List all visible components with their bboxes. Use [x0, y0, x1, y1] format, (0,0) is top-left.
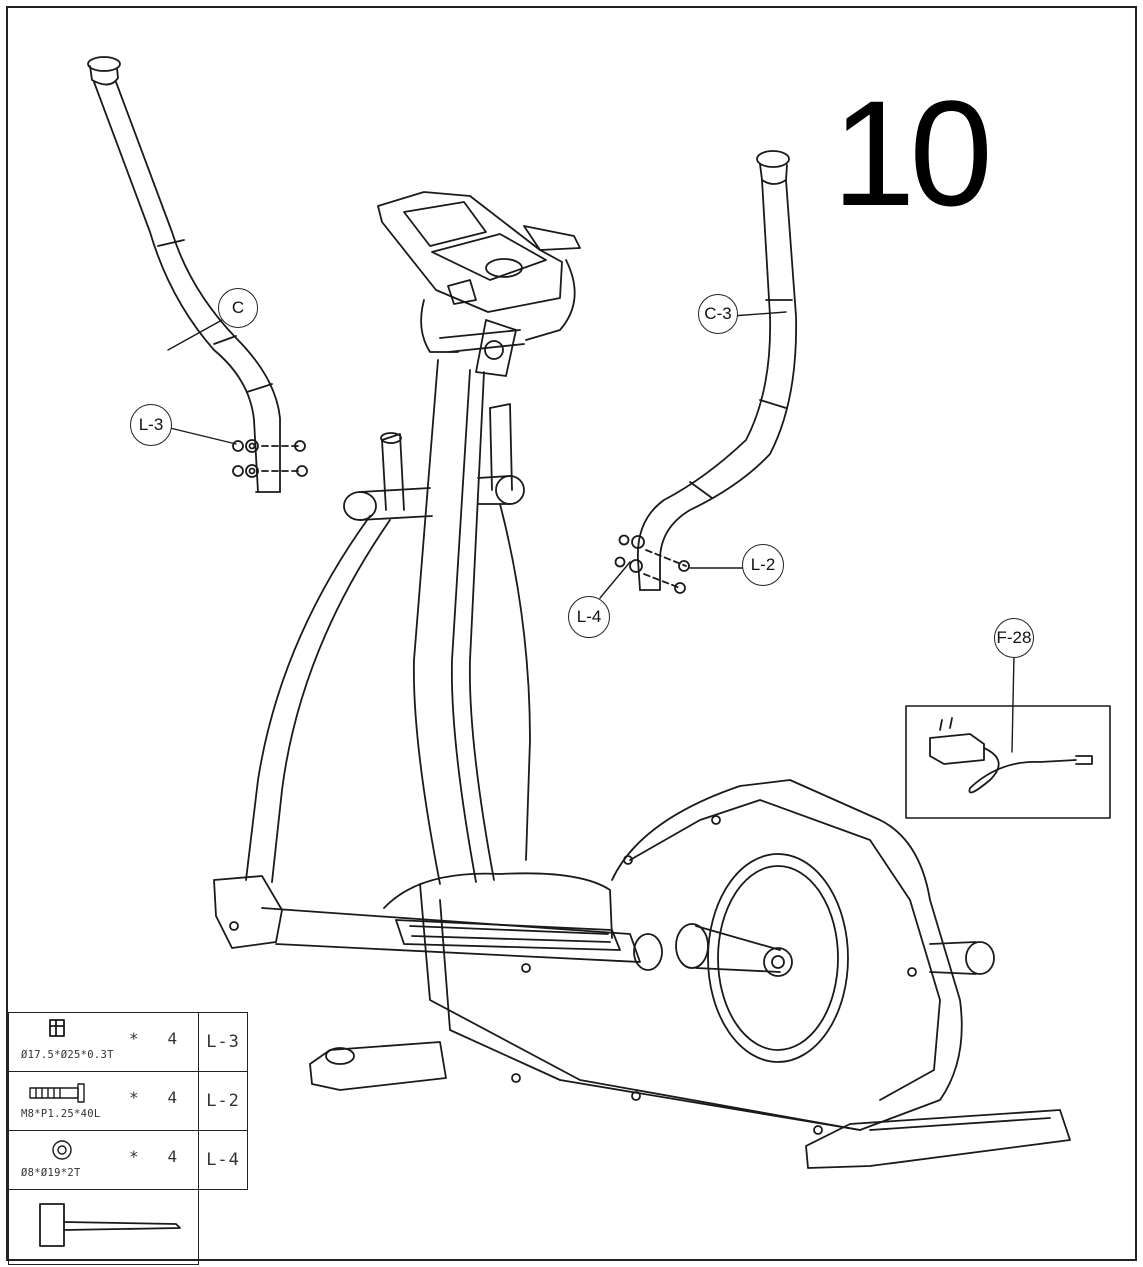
leader-lines [167, 311, 1015, 753]
part-code: L-3 [198, 1012, 248, 1072]
part-code: L-2 [198, 1071, 248, 1131]
part-spec: Ø17.5*Ø25*0.3T [21, 1049, 114, 1061]
callout-l4: L-4 [568, 596, 610, 638]
qty-symbol: * [129, 1029, 139, 1048]
part-spec: M8*P1.25*40L [21, 1108, 101, 1120]
part-qty: * 4 [129, 1088, 177, 1107]
qty-value: 4 [167, 1147, 178, 1166]
parts-row: * 4 Ø17.5*Ø25*0.3T L-3 [7, 1012, 248, 1072]
part-cell: * 4 Ø17.5*Ø25*0.3T [7, 1012, 200, 1072]
console [377, 191, 581, 377]
part-qty: * 4 [129, 1029, 177, 1048]
main-post [412, 359, 495, 885]
drawing-frame [6, 6, 1137, 1261]
callout-c: C [218, 288, 258, 328]
part-qty: * 4 [129, 1147, 177, 1166]
qty-value: 4 [167, 1088, 178, 1107]
part-cell: * 4 M8*P1.25*40L [7, 1071, 200, 1131]
left-handlebar-c [87, 56, 281, 493]
part-code: L-4 [198, 1130, 248, 1190]
qty-symbol: * [129, 1088, 139, 1107]
callout-l3: L-3 [130, 404, 172, 446]
hardware-right [614, 534, 690, 594]
part-spec: Ø8*Ø19*2T [21, 1167, 81, 1179]
tool-row [7, 1189, 248, 1265]
step-number: 10 [832, 69, 993, 237]
qty-symbol: * [129, 1147, 139, 1166]
lower-arms [245, 403, 531, 883]
base-frame [309, 883, 1071, 1169]
qty-value: 4 [167, 1029, 178, 1048]
power-adapter-box [905, 705, 1111, 819]
callout-c3: C-3 [698, 294, 738, 334]
part-cell: * 4 Ø8*Ø19*2T [7, 1130, 200, 1190]
callout-l2: L-2 [742, 544, 784, 586]
parts-table: * 4 Ø17.5*Ø25*0.3T L-3 * 4 M8*P1.25*40L … [7, 1012, 248, 1265]
tool-code-cell [198, 1189, 248, 1265]
pedal-assembly [213, 872, 781, 973]
parts-row: * 4 M8*P1.25*40L L-2 [7, 1071, 248, 1131]
flywheel-housing [559, 779, 995, 1131]
callout-f28: F-28 [994, 618, 1034, 658]
hardware-left [232, 439, 308, 478]
tool-cell [7, 1189, 200, 1265]
right-handlebar-c3 [637, 150, 798, 591]
parts-row: * 4 Ø8*Ø19*2T L-4 [7, 1130, 248, 1190]
